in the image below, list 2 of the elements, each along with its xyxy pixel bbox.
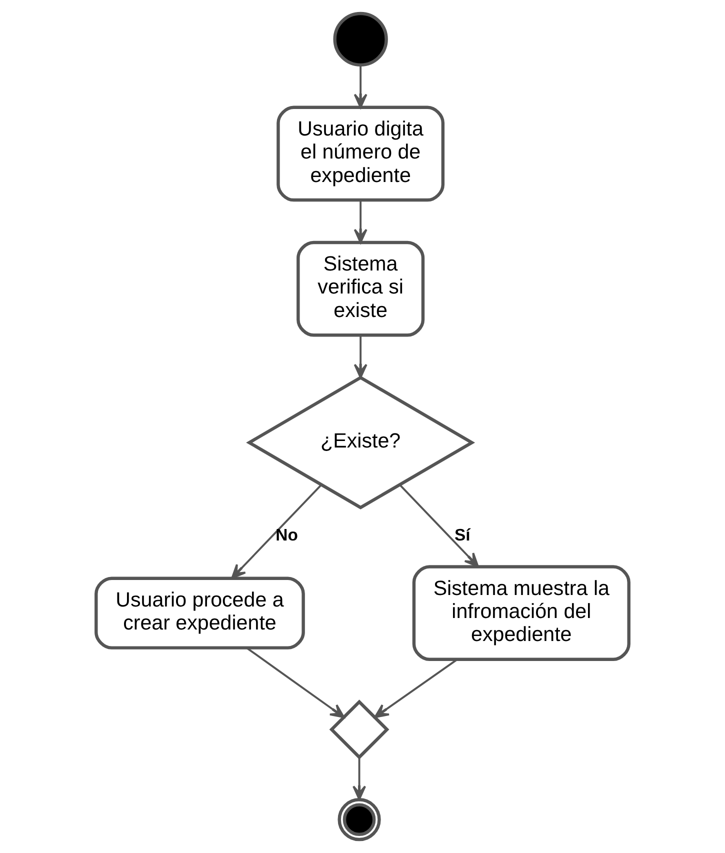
edge-label: Sí (454, 525, 470, 544)
edge-label: No (276, 525, 298, 544)
